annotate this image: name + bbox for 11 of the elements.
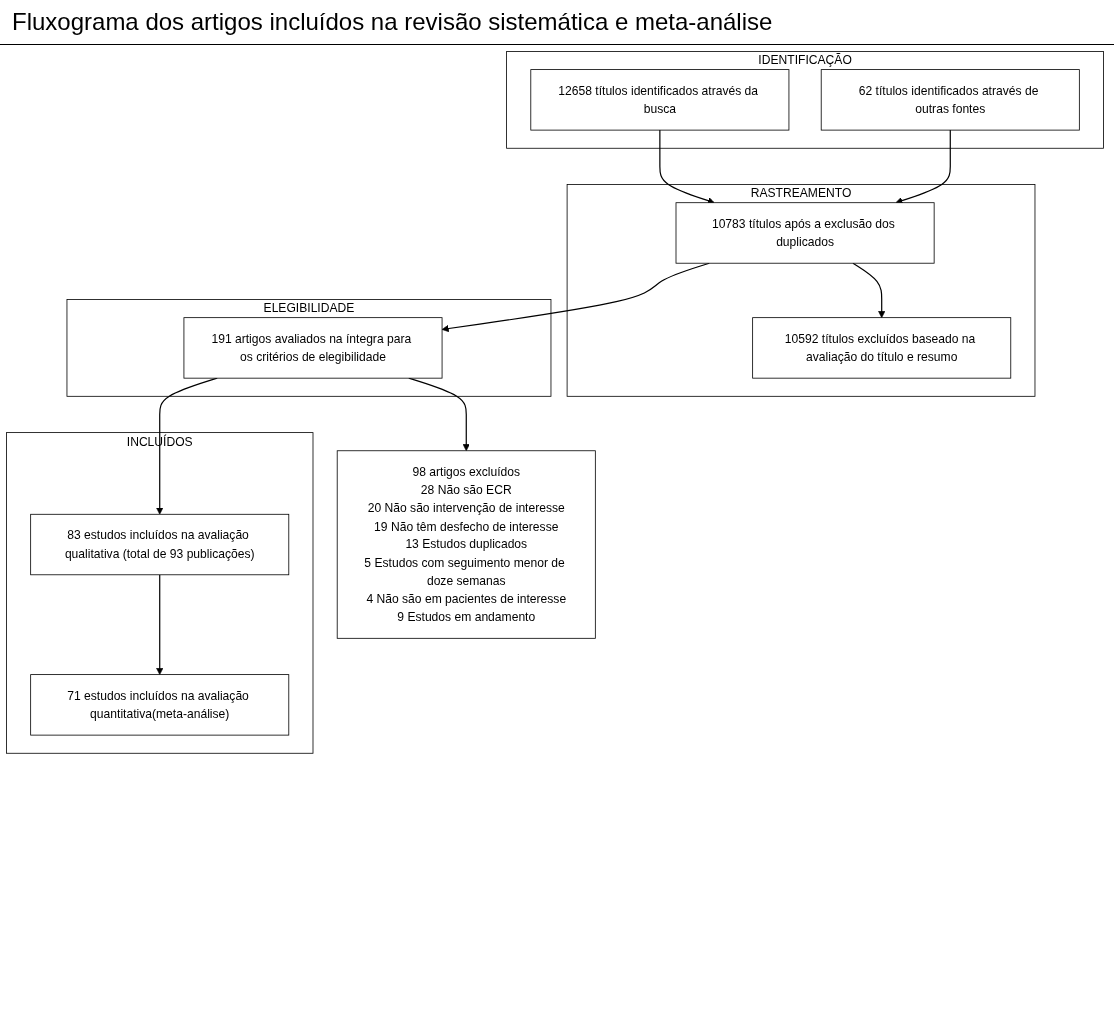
node-box: 10592 títulos excluídos baseado na avaliação do título e resumo: [752, 317, 1012, 379]
node-box: 83 estudos incluídos na avaliação qualitativa (total de 93 publicações): [30, 513, 290, 576]
node-box: 71 estudos incluídos na avaliação quantitativa(meta-análise): [30, 674, 290, 736]
node-box: 12658 títulos identificados através da busca: [530, 69, 790, 131]
node-box: 62 títulos identificados através de outras fontes: [820, 69, 1080, 131]
node-box: 10783 títulos após a exclusão dos duplicados: [675, 202, 935, 264]
node-box: 191 artigos avaliados na íntegra para os critérios de elegibilidade: [183, 317, 443, 379]
arrow: [852, 262, 886, 318]
arrow: [156, 574, 164, 675]
diagram-title: Fluxograma dos artigos incluídos na revisão sistemática e meta-análise: [0, 0, 1114, 45]
node-box: 98 artigos excluídos 28 Não são ECR 20 Não são intervenção de interesse 19 Não têm desfecho de interesse 13 Estudos duplicados 5 Estudos com seguimento menor de doze semanas 4 Não são em pacientes de interesse 9 Estudos em andamento: [336, 450, 596, 639]
